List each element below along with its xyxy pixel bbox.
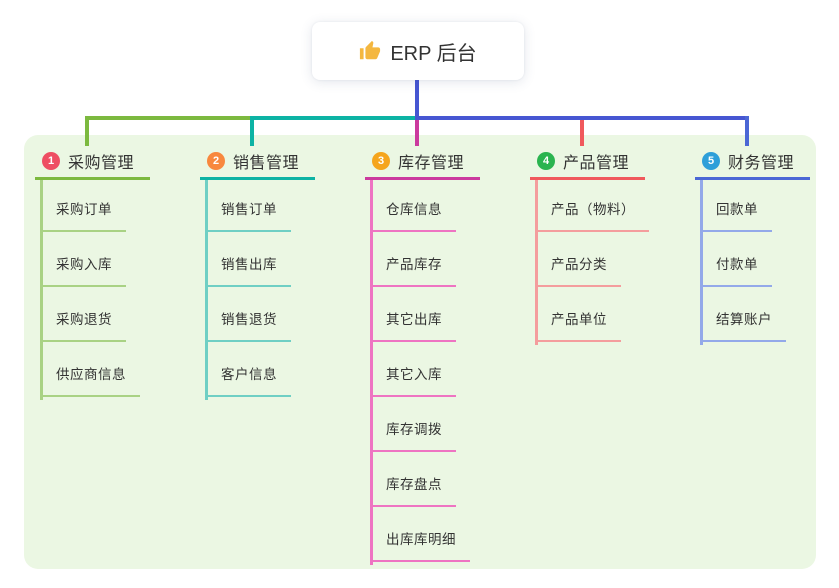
branch-underline — [530, 176, 645, 180]
branch-column-4: 4 产品管理产品（物料） 产品分类产品单位 — [530, 145, 680, 345]
child-node-row: 回款单 — [695, 177, 839, 232]
branch-child-connector-line — [370, 180, 373, 565]
branch-child-connector-line — [535, 180, 538, 345]
branch-number-badge: 3 — [372, 152, 390, 170]
child-node-row: 其它出库 — [365, 287, 515, 342]
branch-title: 采购管理 — [68, 155, 135, 172]
child-node[interactable]: 采购入库 — [40, 253, 126, 287]
branch-drop-line-2 — [250, 120, 254, 146]
branch-underline — [200, 176, 315, 180]
branch-children: 产品（物料） 产品分类产品单位 — [530, 177, 680, 345]
child-node-row: 结算账户 — [695, 287, 839, 342]
branch-drop-line-1 — [85, 116, 89, 146]
branch-column-5: 5 财务管理回款单付款单结算账户 — [695, 145, 839, 345]
child-node[interactable]: 其它入库 — [370, 363, 456, 397]
child-node-row: 销售退货 — [200, 287, 350, 342]
child-node[interactable]: 出库库明细 — [370, 528, 470, 562]
branch-column-2: 2 销售管理销售订单销售出库销售退货客户信息 — [200, 145, 350, 400]
child-node-row: 产品单位 — [530, 287, 680, 342]
child-node[interactable]: 库存盘点 — [370, 473, 456, 507]
child-node[interactable]: 销售出库 — [205, 253, 291, 287]
mindmap-background-panel — [24, 135, 816, 569]
child-node-row: 产品（物料） — [530, 177, 680, 232]
branch-drop-line-5 — [745, 116, 749, 146]
branch-number-badge: 1 — [42, 152, 60, 170]
branch-underline — [35, 176, 150, 180]
child-node-row: 出库库明细 — [365, 507, 515, 562]
child-node-row: 仓库信息 — [365, 177, 515, 232]
child-node-row: 采购订单 — [35, 177, 185, 232]
child-node[interactable]: 采购订单 — [40, 198, 126, 232]
branch-column-1: 1 采购管理采购订单采购入库采购退货供应商信息 — [35, 145, 185, 400]
child-node[interactable]: 回款单 — [700, 198, 772, 232]
child-node[interactable]: 其它出库 — [370, 308, 456, 342]
branch-children: 采购订单采购入库采购退货供应商信息 — [35, 177, 185, 400]
child-node-row: 产品分类 — [530, 232, 680, 287]
child-node-row: 销售订单 — [200, 177, 350, 232]
connector-horizontal-segment-3 — [415, 116, 749, 120]
branch-children: 仓库信息产品库存其它出库其它入库库存调拨库存盘点出库库明细 — [365, 177, 515, 565]
child-node[interactable]: 库存调拨 — [370, 418, 456, 452]
thumbs-up-icon — [359, 40, 381, 62]
child-node-row: 采购退货 — [35, 287, 185, 342]
child-node-row: 其它入库 — [365, 342, 515, 397]
branch-title: 财务管理 — [728, 155, 795, 172]
root-node-label: ERP 后台 — [390, 42, 477, 65]
branch-number-badge: 5 — [702, 152, 720, 170]
child-node-row: 供应商信息 — [35, 342, 185, 397]
child-node[interactable]: 供应商信息 — [40, 363, 140, 397]
child-node[interactable]: 销售退货 — [205, 308, 291, 342]
child-node[interactable]: 结算账户 — [700, 308, 786, 342]
branch-children: 销售订单销售出库销售退货客户信息 — [200, 177, 350, 400]
branch-title: 库存管理 — [398, 155, 465, 172]
branch-child-connector-line — [40, 180, 43, 400]
child-node[interactable]: 销售订单 — [205, 198, 291, 232]
branch-drop-line-4 — [580, 120, 584, 146]
child-node-row: 客户信息 — [200, 342, 350, 397]
connector-horizontal-segment-1 — [85, 116, 250, 120]
branch-node-1[interactable]: 1 采购管理 — [35, 145, 185, 180]
child-node-row: 付款单 — [695, 232, 839, 287]
child-node[interactable]: 产品分类 — [535, 253, 621, 287]
branch-title: 产品管理 — [563, 155, 630, 172]
branch-drop-line-3 — [415, 120, 419, 146]
branch-children: 回款单付款单结算账户 — [695, 177, 839, 345]
root-connector-line — [415, 80, 419, 120]
branch-node-3[interactable]: 3 库存管理 — [365, 145, 515, 180]
child-node[interactable]: 产品单位 — [535, 308, 621, 342]
branch-node-5[interactable]: 5 财务管理 — [695, 145, 839, 180]
root-node-erp[interactable]: ERP 后台 — [312, 22, 524, 80]
child-node-row: 销售出库 — [200, 232, 350, 287]
child-node[interactable]: 付款单 — [700, 253, 772, 287]
branch-underline — [695, 176, 810, 180]
child-node-row: 采购入库 — [35, 232, 185, 287]
branch-number-badge: 4 — [537, 152, 555, 170]
branch-node-4[interactable]: 4 产品管理 — [530, 145, 680, 180]
branch-child-connector-line — [700, 180, 703, 345]
child-node[interactable]: 产品（物料） — [535, 198, 649, 232]
branch-node-2[interactable]: 2 销售管理 — [200, 145, 350, 180]
child-node[interactable]: 仓库信息 — [370, 198, 456, 232]
branch-title: 销售管理 — [233, 155, 300, 172]
child-node-row: 库存盘点 — [365, 452, 515, 507]
branch-number-badge: 2 — [207, 152, 225, 170]
child-node-row: 库存调拨 — [365, 397, 515, 452]
child-node[interactable]: 产品库存 — [370, 253, 456, 287]
branch-column-3: 3 库存管理仓库信息产品库存其它出库其它入库库存调拨库存盘点出库库明细 — [365, 145, 515, 565]
branch-underline — [365, 176, 480, 180]
child-node[interactable]: 客户信息 — [205, 363, 291, 397]
child-node[interactable]: 采购退货 — [40, 308, 126, 342]
branch-child-connector-line — [205, 180, 208, 400]
connector-horizontal-segment-2 — [250, 116, 415, 120]
child-node-row: 产品库存 — [365, 232, 515, 287]
